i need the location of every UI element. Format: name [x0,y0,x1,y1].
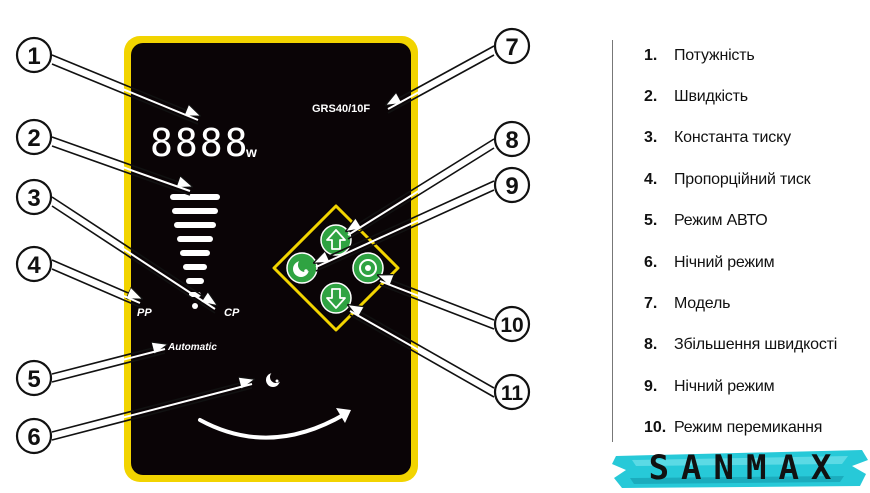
callout-6: 6 [15,417,53,455]
legend-item: 6. Нічний режим [644,242,866,283]
callout-7: 7 [493,27,531,65]
callout-5-number: 5 [27,366,40,393]
legend-number: 7. [644,295,658,313]
leader-lines [51,45,495,441]
mode-switch-button[interactable] [352,252,384,284]
legend-item: 3. Константа тиску [644,118,866,159]
legend-item: 1. Потужність [644,35,866,76]
curved-arrow-head [336,408,351,423]
speed-down-button[interactable] [320,282,352,314]
callout-1-number: 1 [27,43,40,70]
legend-number: 5. [644,212,658,230]
legend-text: Швидкість [674,88,748,106]
legend-item: 9. Нічний режим [644,366,866,407]
leader-11 [350,306,495,398]
legend-number: 4. [644,170,658,188]
legend-number: 3. [644,129,658,147]
panel-body [131,43,411,475]
brand-logo: SANMAX [612,446,870,490]
legend-number: 2. [644,88,658,106]
callout-2: 2 [15,118,53,156]
callout-2-number: 2 [27,125,40,152]
legend-text: Нічний режим [674,253,775,271]
legend-text: Режим АВТО [674,212,768,230]
callout-9-number: 9 [505,173,518,200]
cp-label: CP [224,307,240,319]
legend-item: 10. Режим перемикання [644,408,866,449]
callout-3: 3 [15,178,53,216]
model-label: GRS40/10F [312,103,370,115]
leader-1 [51,54,198,125]
callout-3-number: 3 [27,185,40,212]
night-mode-icon [293,258,312,277]
legend-number: 9. [644,377,658,395]
legend-text: Потужність [674,46,755,64]
speed-indicator [170,194,220,309]
callout-8: 8 [493,120,531,158]
callout-8-number: 8 [505,127,518,154]
night-mode-button[interactable] [286,252,318,284]
legend-number: 10. [644,419,667,437]
legend-item: 7. Модель [644,283,866,324]
callout-11: 11 [493,373,531,411]
leader-2 [51,136,190,196]
brand-brush-background [612,450,868,488]
up-arrow-icon [326,229,346,250]
legend-separator [612,40,613,442]
legend-text: Модель [674,295,731,313]
legend-text: Пропорційний тиск [674,170,811,188]
pp-label: PP [137,307,152,319]
legend-text: Збільшення швидкості [674,336,838,354]
leader-4 [51,259,140,308]
leader-8 [348,138,495,240]
down-arrow-icon [326,288,346,309]
keypad [272,204,400,332]
legend-item: 2. Швидкість [644,76,866,117]
callout-5: 5 [15,359,53,397]
legend-number: 6. [644,253,658,271]
legend-text: Нічний режим [674,377,775,395]
callout-7-number: 7 [505,34,518,61]
legend-text: Константа тиску [674,129,791,147]
leader-3 [51,196,215,314]
leader-5 [51,345,165,383]
legend-item: 4. Пропорційний тиск [644,159,866,200]
callout-10-number: 10 [500,314,523,337]
legend-number: 8. [644,336,658,354]
callout-11-number: 11 [501,382,524,405]
curved-arrow-icon [198,412,347,440]
speed-up-button[interactable] [320,224,352,256]
power-display: 8888 [150,121,250,165]
callout-4: 4 [15,245,53,283]
power-unit: w [245,144,257,160]
leader-9 [316,180,495,272]
callout-6-number: 6 [27,424,40,451]
automatic-label: Automatic [167,342,217,353]
legend-item: 5. Режим АВТО [644,201,866,242]
legend-text: Режим перемикання [674,419,823,437]
legend-number: 1. [644,46,658,64]
callout-1: 1 [15,36,53,74]
leader-6 [51,380,252,441]
callout-4-number: 4 [27,252,41,279]
legend-list: 1. Потужність 2. Швидкість 3. Константа тис… [644,35,866,449]
leader-10 [380,276,495,330]
leader-7 [388,45,495,114]
legend-item: 8. Збільшення швидкості [644,325,866,366]
moon-icon [266,371,282,387]
mode-switch-icon [359,259,377,277]
callout-9: 9 [493,166,531,204]
control-panel-diagram: 8888 w PP CP Automatic GRS40/10F [15,27,531,482]
brand-name: SANMAX [648,448,844,488]
callout-10: 10 [493,305,531,343]
